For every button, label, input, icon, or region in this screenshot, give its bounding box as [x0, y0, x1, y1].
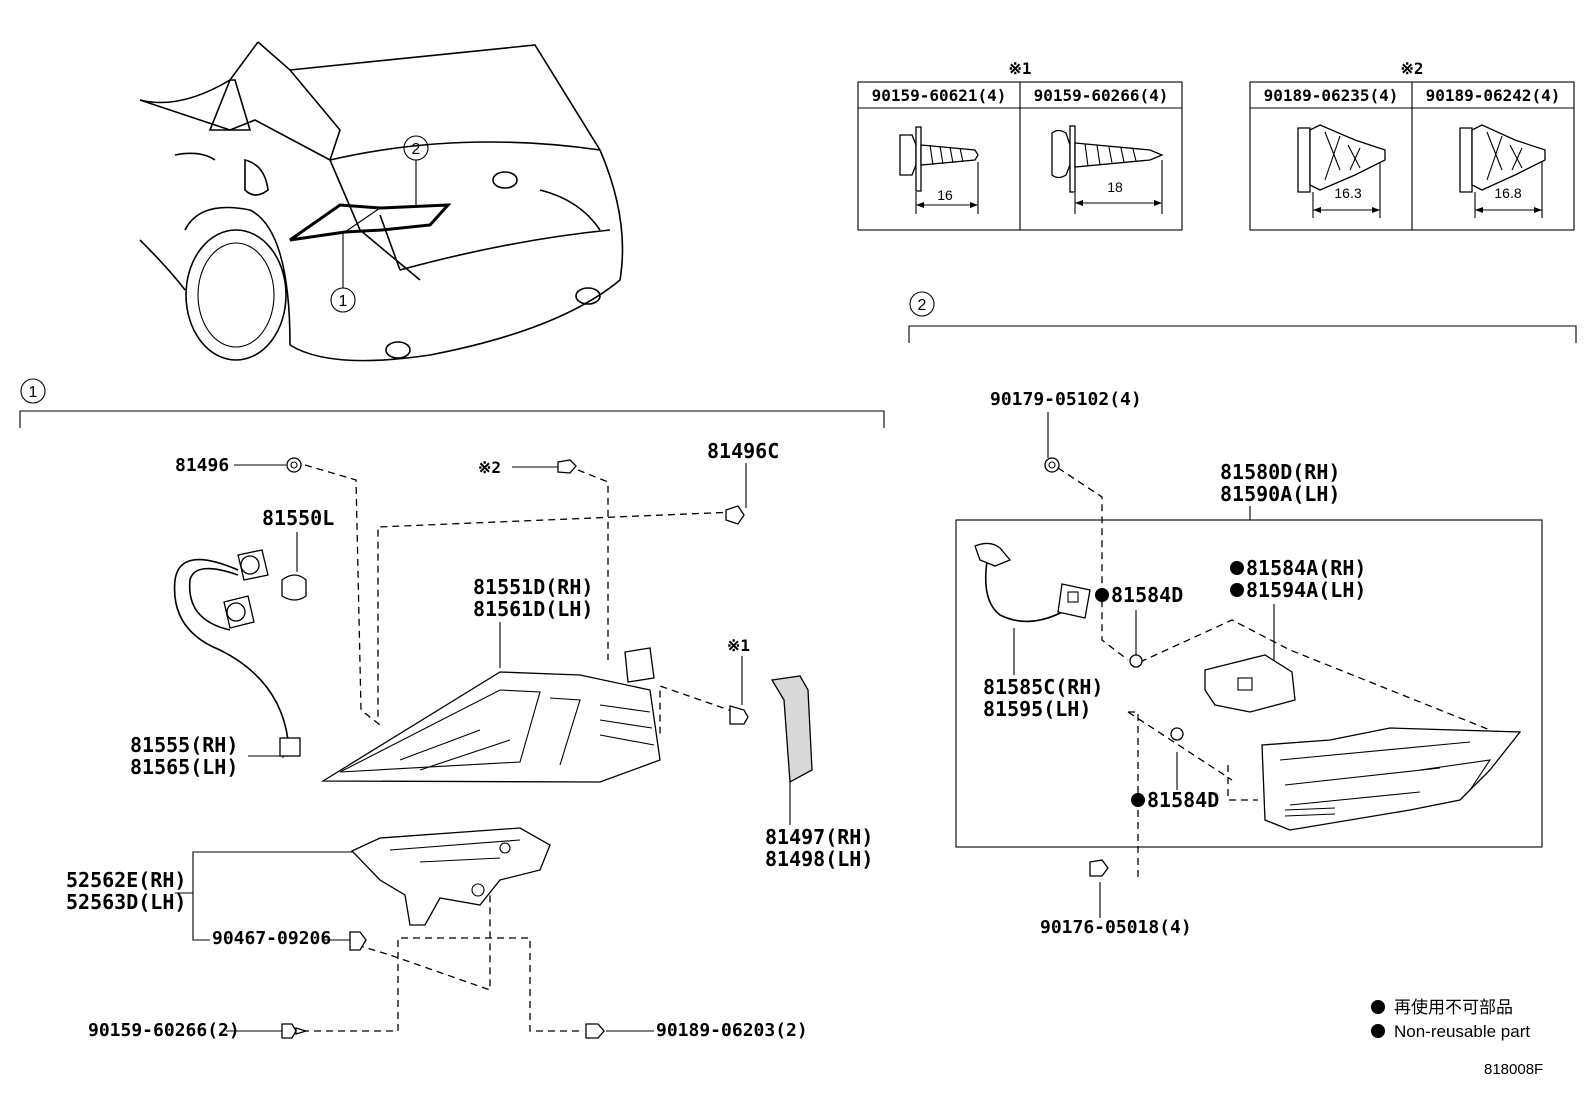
label-81555-rh: 81555(RH)	[130, 733, 238, 757]
screw-mark1-icon	[729, 705, 749, 725]
screw-90467-09206-icon	[349, 931, 367, 951]
garnish-81497-icon	[770, 675, 813, 784]
section-2-callout-circle	[909, 291, 935, 317]
callout-1-top: 1	[339, 293, 348, 310]
table2-dim1: 16.3	[1334, 185, 1361, 201]
car-overview-illustration: 2 1	[139, 41, 624, 362]
gasket-81584A-icon	[1204, 654, 1296, 713]
table1-dim2: 18	[1107, 179, 1123, 195]
clip-mark2-icon	[557, 459, 577, 474]
label-90467-09206: 90467-09206	[212, 928, 331, 949]
label-52563D-lh: 52563D(LH)	[66, 890, 186, 914]
inner-tail-lamp-81580D-icon	[1261, 727, 1522, 831]
label-81565-lh: 81565(LH)	[130, 755, 238, 779]
socket-wire-81585C-icon	[974, 542, 1091, 623]
diagram-code: 818008F	[1484, 1061, 1543, 1078]
socket-wire-81555-icon	[173, 549, 301, 757]
label-81496C: 81496C	[707, 439, 779, 463]
label-mark1: ※1	[727, 636, 750, 655]
clip-81496C-icon	[725, 505, 745, 525]
bolt-90159-60266-icon: 18	[1051, 125, 1164, 214]
table2-col2-label: 90189-06242(4)	[1426, 86, 1561, 105]
seal-81584D-upper-icon	[1129, 654, 1143, 668]
table2-dim2: 16.8	[1494, 185, 1521, 201]
label-81498-lh: 81498(LH)	[765, 847, 873, 871]
table1-mark: ※1	[1008, 59, 1031, 78]
section-1-outer-tail-lamp: 1 81496 ※2 81496C 81550L 81551D(RH) 8156…	[19, 378, 885, 1041]
callout-1-circle-top	[330, 287, 356, 313]
bracket-52562E-icon	[350, 827, 551, 926]
clip-90189-06235-icon: 16.3	[1297, 124, 1386, 218]
label-81561D-lh: 81561D(LH)	[473, 597, 593, 621]
legend: 再使用不可部品 Non-reusable part	[1371, 997, 1530, 1041]
label-81585C-rh: 81585C(RH)	[983, 675, 1103, 699]
label-81580D-rh: 81580D(RH)	[1220, 460, 1340, 484]
clip-90189-06242-icon: 16.8	[1459, 124, 1546, 218]
label-81497-rh: 81497(RH)	[765, 825, 873, 849]
label-81595-lh: 81595(LH)	[983, 697, 1091, 721]
nut-90179-05102-icon	[1044, 457, 1060, 473]
table1-col1-label: 90159-60621(4)	[872, 86, 1007, 105]
legend-jp: 再使用不可部品	[1394, 997, 1513, 1017]
clip-81496-icon	[286, 457, 302, 473]
table2-mark: ※2	[1400, 59, 1423, 78]
fastener-table-1: ※1 90159-60621(4) 90159-60266(4) 16	[857, 59, 1183, 231]
inner-lamp-assembly-frame	[955, 519, 1543, 848]
bolt-90176-05018-icon	[1089, 859, 1109, 877]
bulb-81550L-icon	[281, 574, 307, 601]
label-90179-05102: 90179-05102(4)	[990, 389, 1142, 410]
label-81584D-lower: 81584D	[1147, 788, 1219, 812]
label-81550L: 81550L	[262, 506, 334, 530]
table2-col1-label: 90189-06235(4)	[1264, 86, 1399, 105]
label-90176-05018: 90176-05018(4)	[1040, 917, 1192, 938]
label-52562E-rh: 52562E(RH)	[66, 868, 186, 892]
label-81551D-rh: 81551D(RH)	[473, 575, 593, 599]
seal-81584D-lower-icon	[1170, 727, 1184, 741]
label-81496: 81496	[175, 455, 229, 476]
label-81584A-rh: 81584A(RH)	[1246, 556, 1366, 580]
label-81590A-lh: 81590A(LH)	[1220, 482, 1340, 506]
table1-dim1: 16	[937, 187, 953, 203]
label-90159-60266-2: 90159-60266(2)	[88, 1020, 240, 1041]
section-1-callout: 1	[29, 384, 38, 401]
bolt-90159-60621-icon: 16	[899, 126, 979, 214]
label-81594A-lh: 81594A(LH)	[1246, 578, 1366, 602]
fastener-table-2: ※2 90189-06235(4) 90189-06242(4) 16.3 16…	[1249, 59, 1575, 231]
bolt-90159-60266-icon	[281, 1023, 309, 1039]
section-1-callout-circle	[20, 378, 46, 404]
section-2-callout: 2	[918, 297, 927, 314]
section-2-inner-tail-lamp: 2 90179-05102(4) 81580D(RH) 81590A(LH) 8…	[908, 291, 1577, 938]
label-90189-06203-2: 90189-06203(2)	[656, 1020, 808, 1041]
callout-2-top: 2	[412, 141, 421, 158]
table1-col2-label: 90159-60266(4)	[1034, 86, 1169, 105]
label-81584D-upper: 81584D	[1111, 583, 1183, 607]
label-mark2: ※2	[478, 458, 501, 477]
legend-en: Non-reusable part	[1394, 1022, 1530, 1041]
outer-tail-lamp-81551D-icon	[320, 647, 661, 783]
clip-90189-06203-icon	[585, 1023, 605, 1039]
callout-2-circle-top	[403, 135, 429, 161]
